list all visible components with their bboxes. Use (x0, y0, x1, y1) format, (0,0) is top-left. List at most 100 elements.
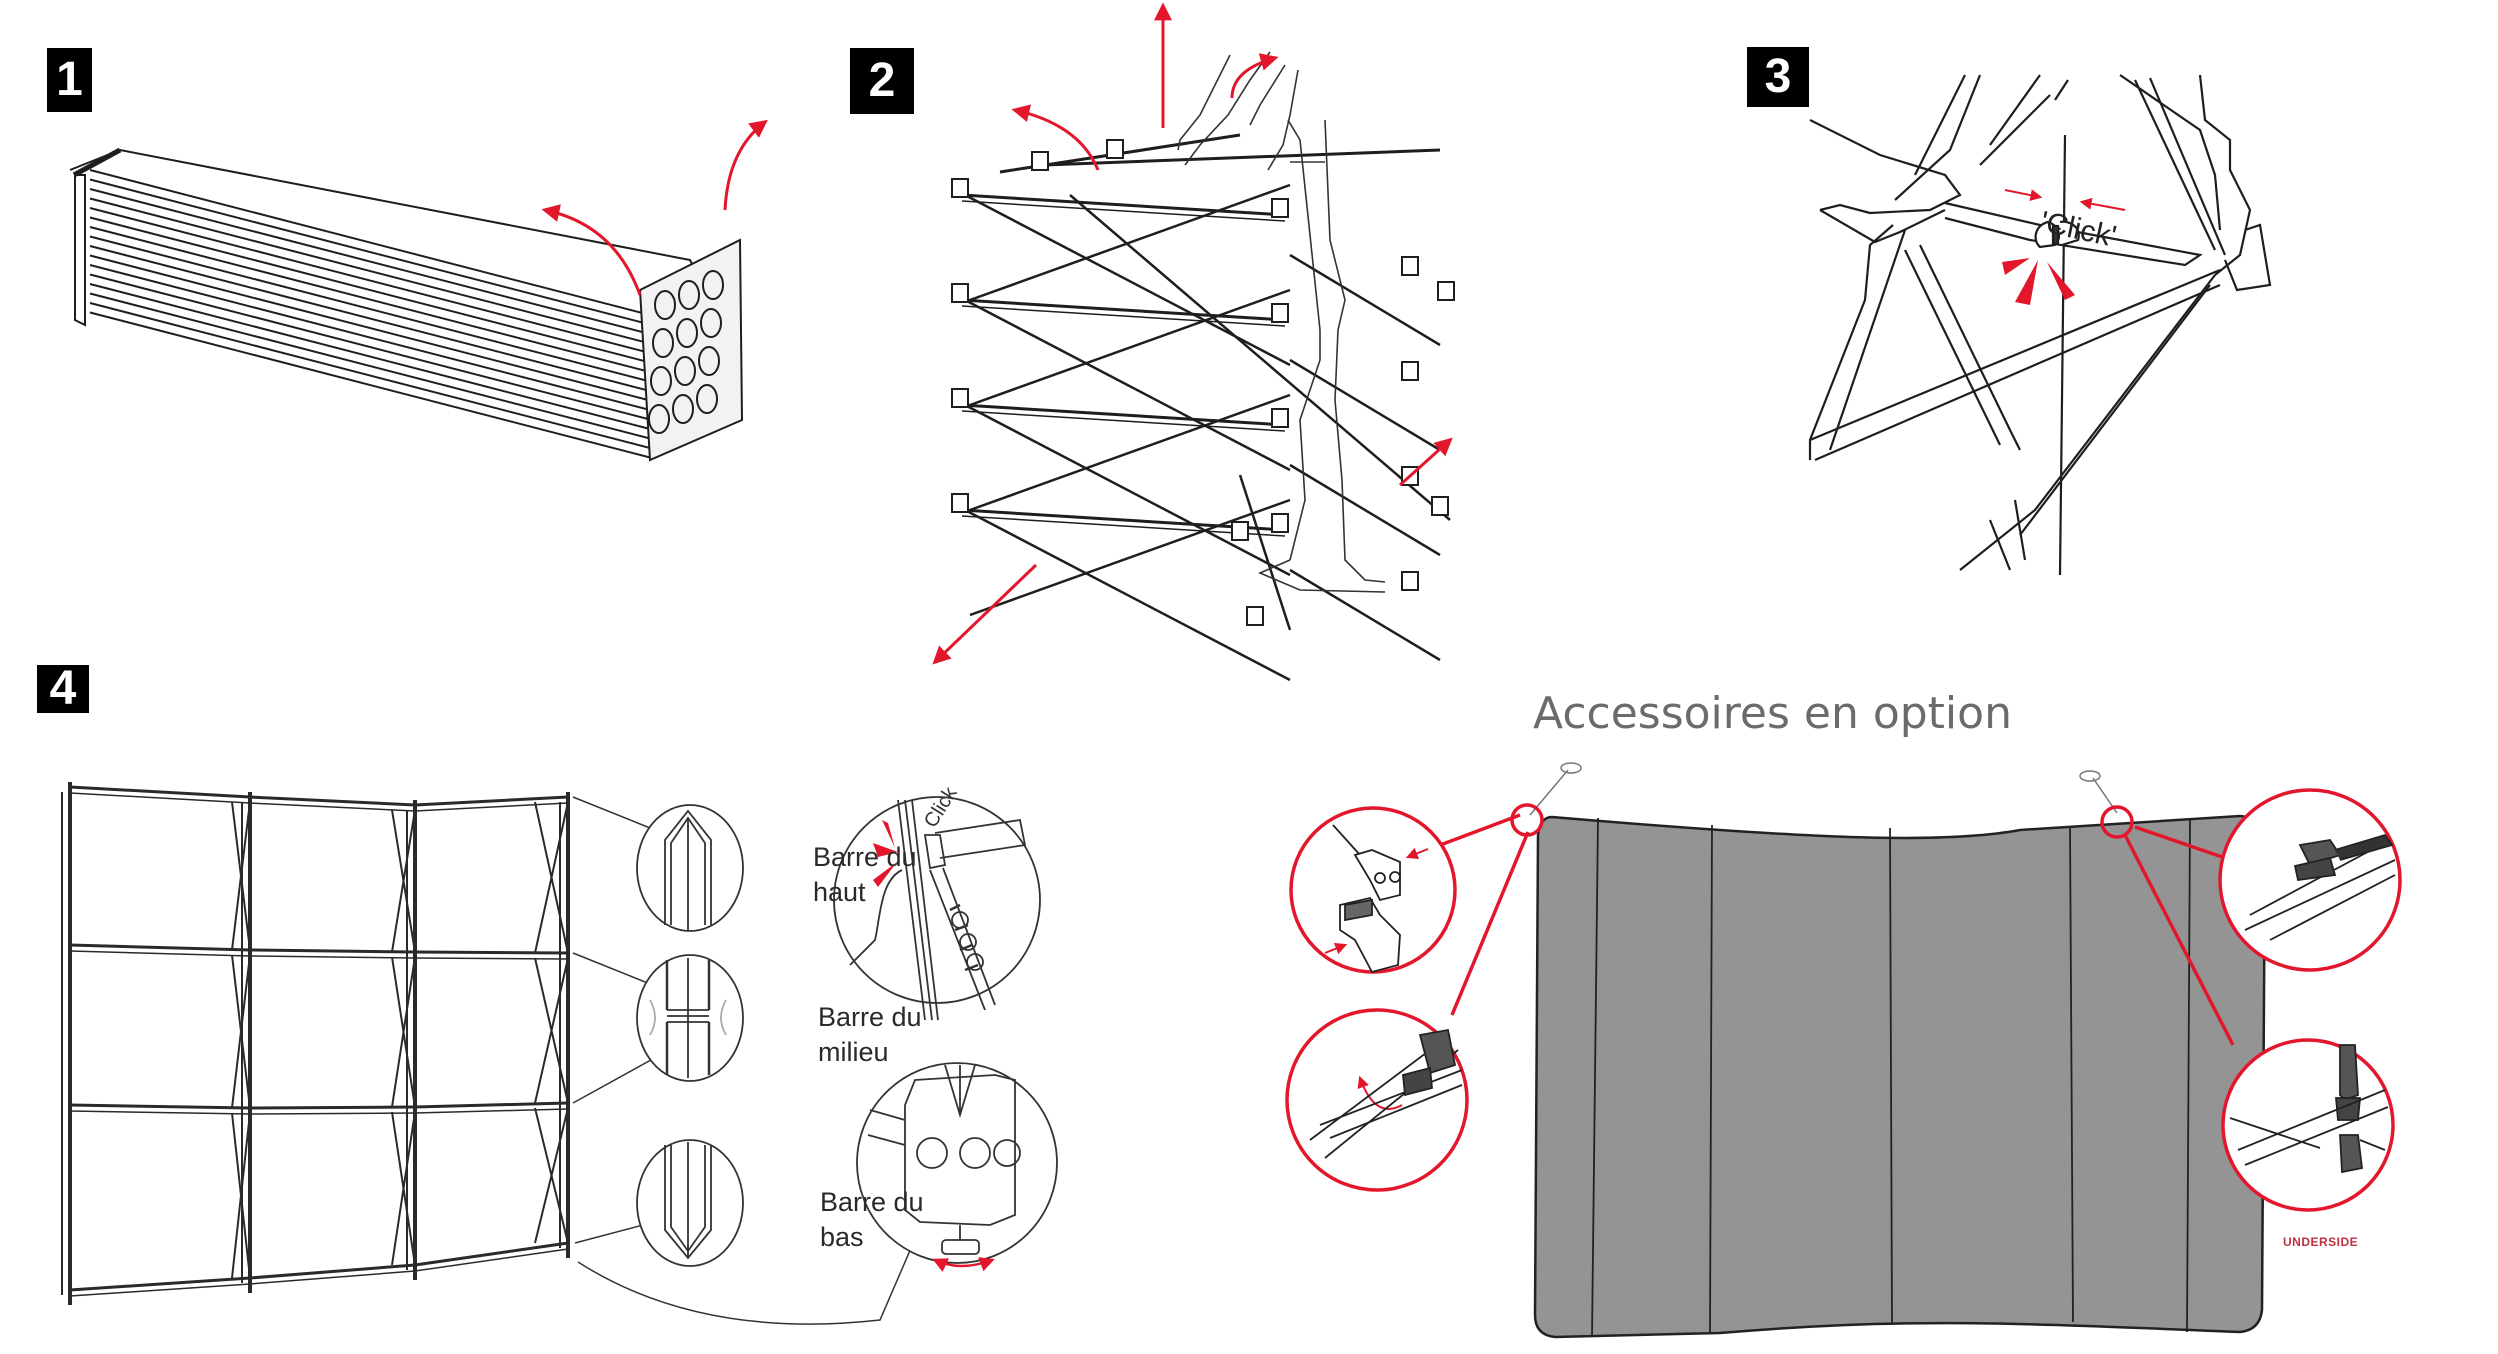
frame-rod (89, 273, 651, 421)
middle-bar-label: Barre du milieu (818, 1000, 922, 1070)
frame-rail (961, 200, 1286, 222)
step-2-badge: 2 (850, 48, 914, 114)
folded-frame-illustration (69, 147, 744, 462)
frame-rod (89, 178, 651, 326)
underside-label: UNDERSIDE (2283, 1235, 2359, 1249)
connector-hub (698, 346, 720, 376)
frame-crossbar (249, 948, 416, 954)
frame-rail (961, 193, 1286, 217)
connector-hub (674, 356, 696, 386)
frame-hub (1271, 198, 1289, 218)
connector-hub (696, 384, 718, 414)
step-number: 3 (1764, 50, 1792, 103)
frame-crossbar (69, 792, 251, 804)
label-line: bas (820, 1222, 864, 1252)
frame-hub (1401, 361, 1419, 381)
rotate-arrow-icon (932, 1257, 995, 1272)
frame-hub (1246, 606, 1264, 626)
frame-crossbar (69, 1103, 251, 1110)
frame-rod (1069, 194, 1451, 521)
frame-crossbar (249, 1270, 416, 1285)
frame-brace (534, 957, 569, 1104)
frame-hub (1271, 408, 1289, 428)
frame-rail (1044, 148, 1441, 167)
rotate-arrow-icon (1324, 847, 1429, 1110)
frame-crossbar (69, 1276, 251, 1292)
frame-rod (1289, 568, 1441, 662)
frame-rod (964, 508, 1291, 682)
connector-hub (648, 404, 670, 434)
step-3-badge: 3 (1747, 47, 1809, 107)
leveling-foot-detail (856, 1062, 1058, 1264)
step-1-badge: 1 (47, 48, 92, 112)
connector-hub (652, 328, 674, 358)
connector-hub (676, 318, 698, 348)
frame-rod (89, 216, 651, 364)
frame-rod (964, 403, 1291, 577)
frame-rod (1289, 463, 1441, 557)
top-bar-label: Barre du haut (813, 840, 917, 910)
expand-arrow-icon (932, 2, 1453, 665)
label-line: Barre du (818, 1002, 922, 1032)
frame-rod (89, 264, 651, 411)
frame-hub (951, 283, 969, 303)
frame-crossbar (249, 1105, 416, 1110)
frame-crossbar (414, 1241, 569, 1267)
frame-rod (969, 498, 1291, 617)
frame-rail (961, 298, 1286, 322)
label-line: Barre du (820, 1187, 924, 1217)
frame-brace (391, 809, 416, 953)
frame-crossbar (69, 950, 251, 957)
frame-hub (1271, 303, 1289, 323)
frame-crossbar (414, 1248, 569, 1272)
accessories-title: Accessoires en option (1533, 688, 2012, 739)
expanding-frame-illustration (951, 133, 1455, 682)
connector-hub (678, 280, 700, 310)
frame-rod (969, 288, 1291, 407)
frame-rod (964, 193, 1291, 367)
step-4-badge: 4 (37, 665, 89, 713)
connector-hub (700, 308, 722, 338)
frame-hub (1106, 139, 1124, 159)
frame-rod (1289, 253, 1441, 347)
click-burst-icon (2002, 258, 2075, 305)
frame-hub (951, 493, 969, 513)
frame-rod (89, 169, 651, 316)
frame-rod (89, 197, 651, 345)
top-clip-detail (2244, 833, 2396, 941)
step-number: 1 (56, 53, 83, 106)
frame-crossbar (249, 795, 416, 807)
push-arrow-icon (2004, 189, 2126, 211)
frame-hub (1031, 151, 1049, 171)
frame-hub (1401, 571, 1419, 591)
frame-hub (1231, 521, 1249, 541)
person-legs-illustration (1177, 51, 1386, 593)
frame-rod (89, 311, 651, 459)
rotate-arrow-icon (541, 119, 768, 296)
connector-hub (702, 270, 724, 300)
frame-rod (89, 188, 651, 335)
frame-rod (969, 183, 1291, 302)
frame-crossbar (414, 802, 569, 812)
frame-rail (961, 305, 1286, 327)
top-bar-detail (636, 804, 744, 932)
frame-hub (1431, 496, 1449, 516)
frame-brace (391, 956, 416, 1108)
frame-rod (89, 292, 651, 440)
label-line: Barre du (813, 842, 917, 872)
frame-crossbar (69, 785, 251, 799)
bottom-bar-label: Barre du bas (820, 1185, 924, 1255)
frame-crossbar (249, 1263, 416, 1280)
frame-crossbar (249, 955, 416, 959)
frame-rod (964, 298, 1291, 472)
frame-brace (231, 801, 251, 951)
frame-rod (969, 393, 1291, 512)
fabric-banner-illustration (1533, 814, 2267, 1339)
frame-hub (1271, 513, 1289, 533)
frame-rod (89, 235, 651, 383)
frame-rod (89, 226, 651, 373)
frame-clip-detail (1309, 1028, 1463, 1159)
frame-rod (89, 254, 651, 402)
frame-rod (89, 283, 651, 430)
